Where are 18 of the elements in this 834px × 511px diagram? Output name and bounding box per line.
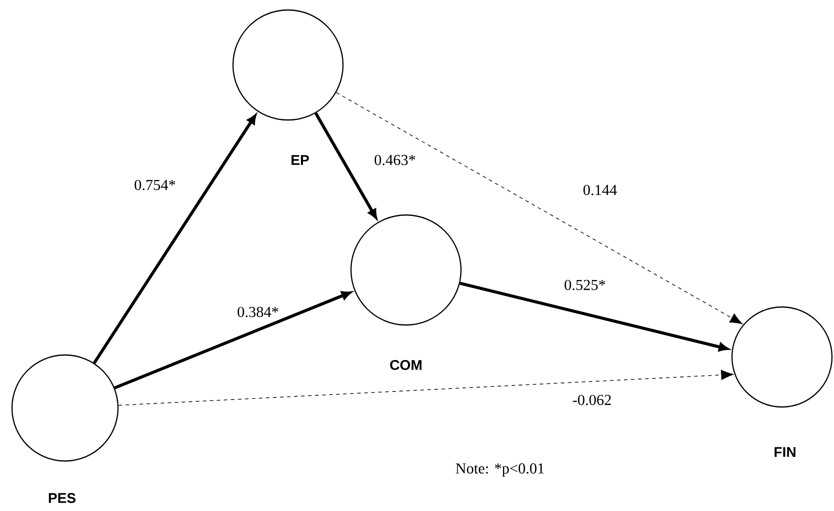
note: Note: *p<0.01 xyxy=(456,463,544,477)
circle-node xyxy=(731,306,833,408)
edge-label: 0.384* xyxy=(236,306,280,318)
edge-label: -0.062 xyxy=(571,394,613,406)
edge-label: 0.754* xyxy=(132,178,178,192)
circle-node xyxy=(11,354,119,462)
node-label: PES xyxy=(48,493,76,503)
edge-label: 0.144 xyxy=(582,184,618,196)
node-label: COM xyxy=(390,360,422,370)
node-label: FIN xyxy=(774,447,796,457)
circle-node xyxy=(350,214,462,326)
node-label: EP xyxy=(292,155,309,165)
circle-node xyxy=(232,9,344,121)
arrow xyxy=(118,370,734,406)
arrow xyxy=(92,114,256,364)
arrow xyxy=(114,291,352,390)
arrow xyxy=(314,112,378,219)
edge-label: 0.463* xyxy=(372,154,418,166)
